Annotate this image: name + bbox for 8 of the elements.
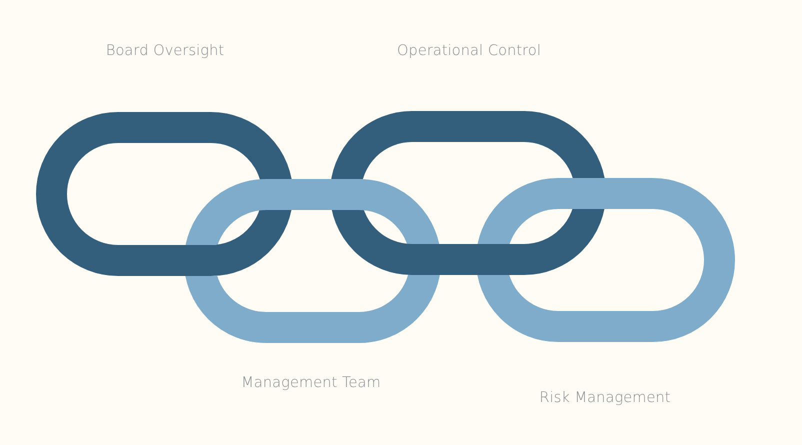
chain-link	[184, 179, 441, 343]
link-label: Board Oversight	[106, 43, 224, 59]
link-label: Risk Management	[539, 390, 671, 406]
chain-link	[36, 112, 293, 276]
chain-link	[330, 111, 606, 275]
chain-link	[476, 178, 735, 342]
link-label: Operational Control	[397, 43, 541, 59]
link-label: Management Team	[241, 375, 381, 391]
